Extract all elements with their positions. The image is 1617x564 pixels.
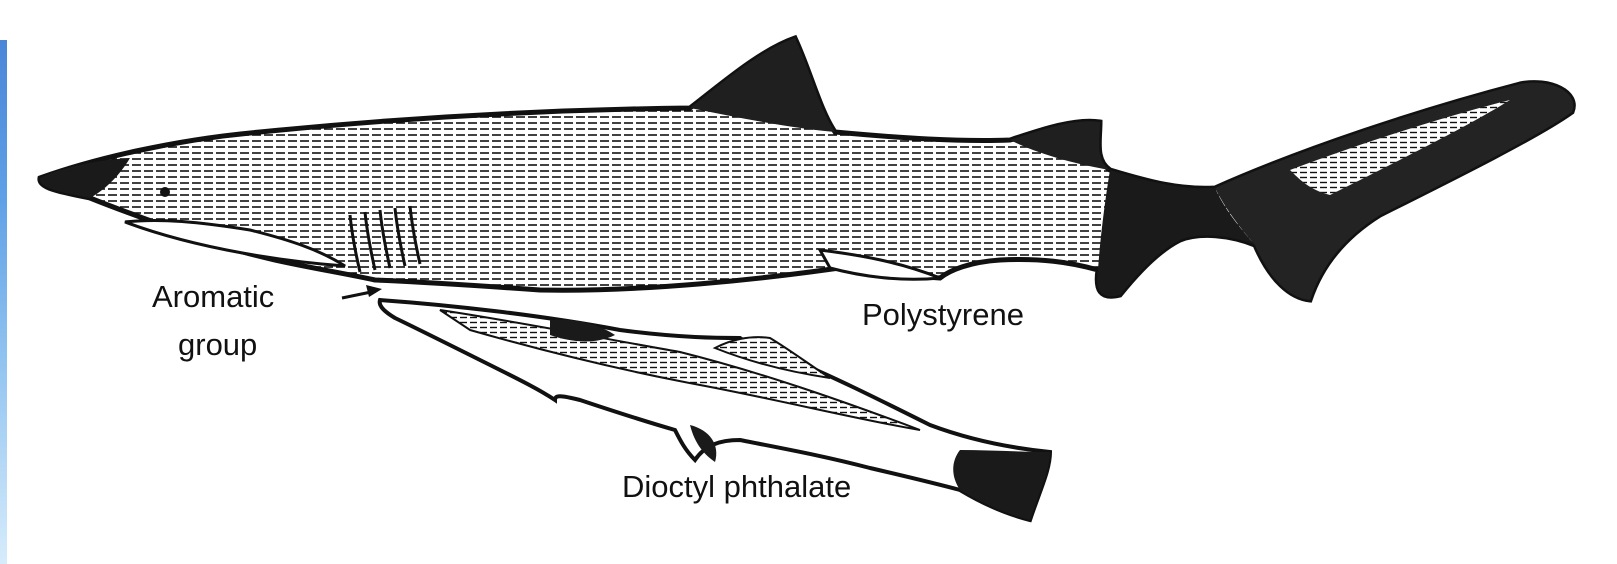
large-shark-eye xyxy=(160,187,170,197)
aromatic-group-arrow xyxy=(342,285,382,298)
dioctyl-phthalate-label: Dioctyl phthalate xyxy=(622,468,851,505)
polystyrene-label: Polystyrene xyxy=(862,296,1024,333)
aromatic-label-line2: group xyxy=(178,326,257,363)
aromatic-label-line1: Aromatic xyxy=(152,278,274,315)
large-shark-tail xyxy=(1215,83,1573,300)
large-shark xyxy=(40,38,1573,300)
